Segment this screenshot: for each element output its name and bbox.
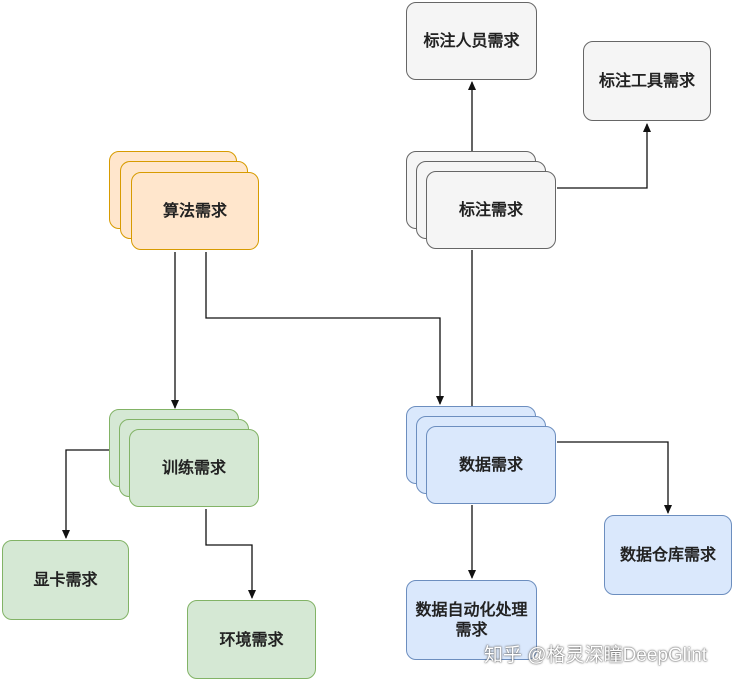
- node-labeling-label: 标注需求: [458, 200, 523, 219]
- node-algorithm[interactable]: 算法需求: [131, 172, 259, 250]
- node-labeling-personnel[interactable]: 标注人员需求: [406, 2, 537, 80]
- node-environment-label: 环境需求: [219, 629, 284, 649]
- node-labeling-tool[interactable]: 标注工具需求: [583, 41, 711, 121]
- node-gpu[interactable]: 显卡需求: [2, 540, 129, 620]
- node-training-label: 训练需求: [161, 458, 226, 477]
- node-labeling[interactable]: 标注需求: [426, 171, 556, 249]
- node-data[interactable]: 数据需求: [426, 426, 556, 504]
- watermark: 知乎 @格灵深瞳DeepGlint: [484, 645, 708, 666]
- node-data-automation[interactable]: 数据自动化处理需求: [406, 580, 537, 660]
- node-data-automation-label: 数据自动化处理需求: [415, 600, 528, 639]
- edge-data-to-warehouse: [557, 441, 672, 514]
- edge-training-to-environment: [205, 509, 256, 599]
- node-data-label: 数据需求: [458, 455, 523, 474]
- node-data-warehouse[interactable]: 数据仓库需求: [604, 515, 732, 595]
- edge-algorithm-to-data: [205, 252, 444, 405]
- edge-labeling-to-tool: [557, 123, 651, 189]
- node-data-warehouse-label: 数据仓库需求: [619, 545, 716, 564]
- node-algorithm-label: 算法需求: [162, 201, 227, 220]
- node-gpu-label: 显卡需求: [33, 570, 98, 589]
- node-labeling-tool-label: 标注工具需求: [598, 71, 695, 90]
- edge-training-to-gpu: [62, 449, 111, 539]
- node-environment[interactable]: 环境需求: [187, 600, 316, 679]
- node-labeling-personnel-label: 标注人员需求: [423, 31, 520, 50]
- node-training[interactable]: 训练需求: [129, 429, 259, 507]
